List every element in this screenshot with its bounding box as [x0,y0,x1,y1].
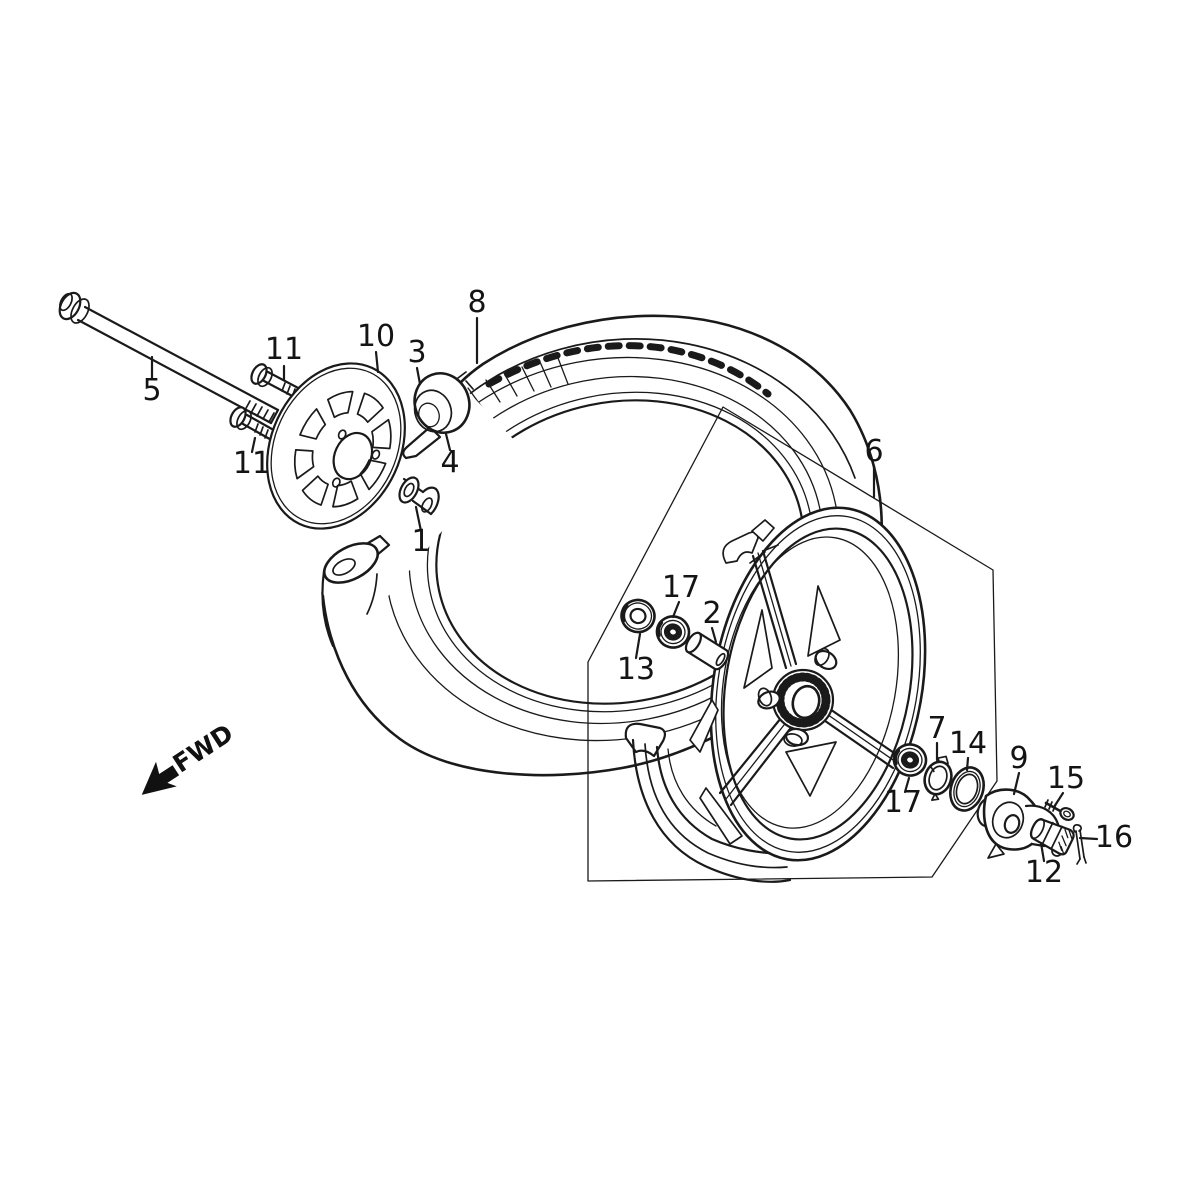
callout-16[interactable]: 16 [1095,820,1133,855]
callout-3[interactable]: 3 [407,335,426,370]
wheel-bearing-right-drawing [892,743,928,777]
callout-17-right[interactable]: 17 [884,785,922,820]
dust-seal-drawing [620,598,656,634]
callout-11-upper[interactable]: 11 [265,332,303,367]
hub-collar-drawing [684,631,730,671]
front-axle-drawing [58,291,280,425]
seal-ring-drawing [949,766,985,812]
bearing-retainer-drawing [923,755,953,802]
speedo-gearbox-retainer-drawing [402,371,474,460]
side-collar-drawing [398,476,440,516]
callout-6[interactable]: 6 [864,434,883,469]
callout-12[interactable]: 12 [1025,855,1063,890]
callout-17-left[interactable]: 17 [662,570,700,605]
cotter-pin-drawing [1072,824,1087,865]
brake-disc-drawing [241,341,431,551]
axle-nut-drawing [1029,818,1075,856]
callout-13[interactable]: 13 [617,652,655,687]
callout-7[interactable]: 7 [927,711,946,746]
wheel-bearing-left-drawing [655,615,691,649]
rim-half-arc-drawing [624,722,792,883]
callout-4[interactable]: 4 [440,445,459,480]
callout-9[interactable]: 9 [1009,741,1028,776]
callout-5[interactable]: 5 [142,373,161,408]
callout-10[interactable]: 10 [357,319,395,354]
callout-11-lower[interactable]: 11 [233,446,271,481]
callout-1[interactable]: 1 [411,524,430,559]
callout-8[interactable]: 8 [467,285,486,320]
callout-labels: 5 11 11 10 3 8 4 1 6 17 13 2 17 7 14 9 1… [142,285,1133,890]
callout-14[interactable]: 14 [949,726,987,761]
group-boundary-outline [587,406,998,882]
fwd-direction-marker: FWD [141,718,239,795]
callout-2[interactable]: 2 [702,596,721,631]
callout-15[interactable]: 15 [1047,761,1085,796]
fwd-arrow-icon [141,761,180,795]
leader-lines [150,316,1099,863]
cast-wheel-drawing [689,491,952,878]
tire-cut-end-drawing [321,534,391,648]
tab-part-4 [402,425,442,460]
fwd-label: FWD [168,718,239,778]
